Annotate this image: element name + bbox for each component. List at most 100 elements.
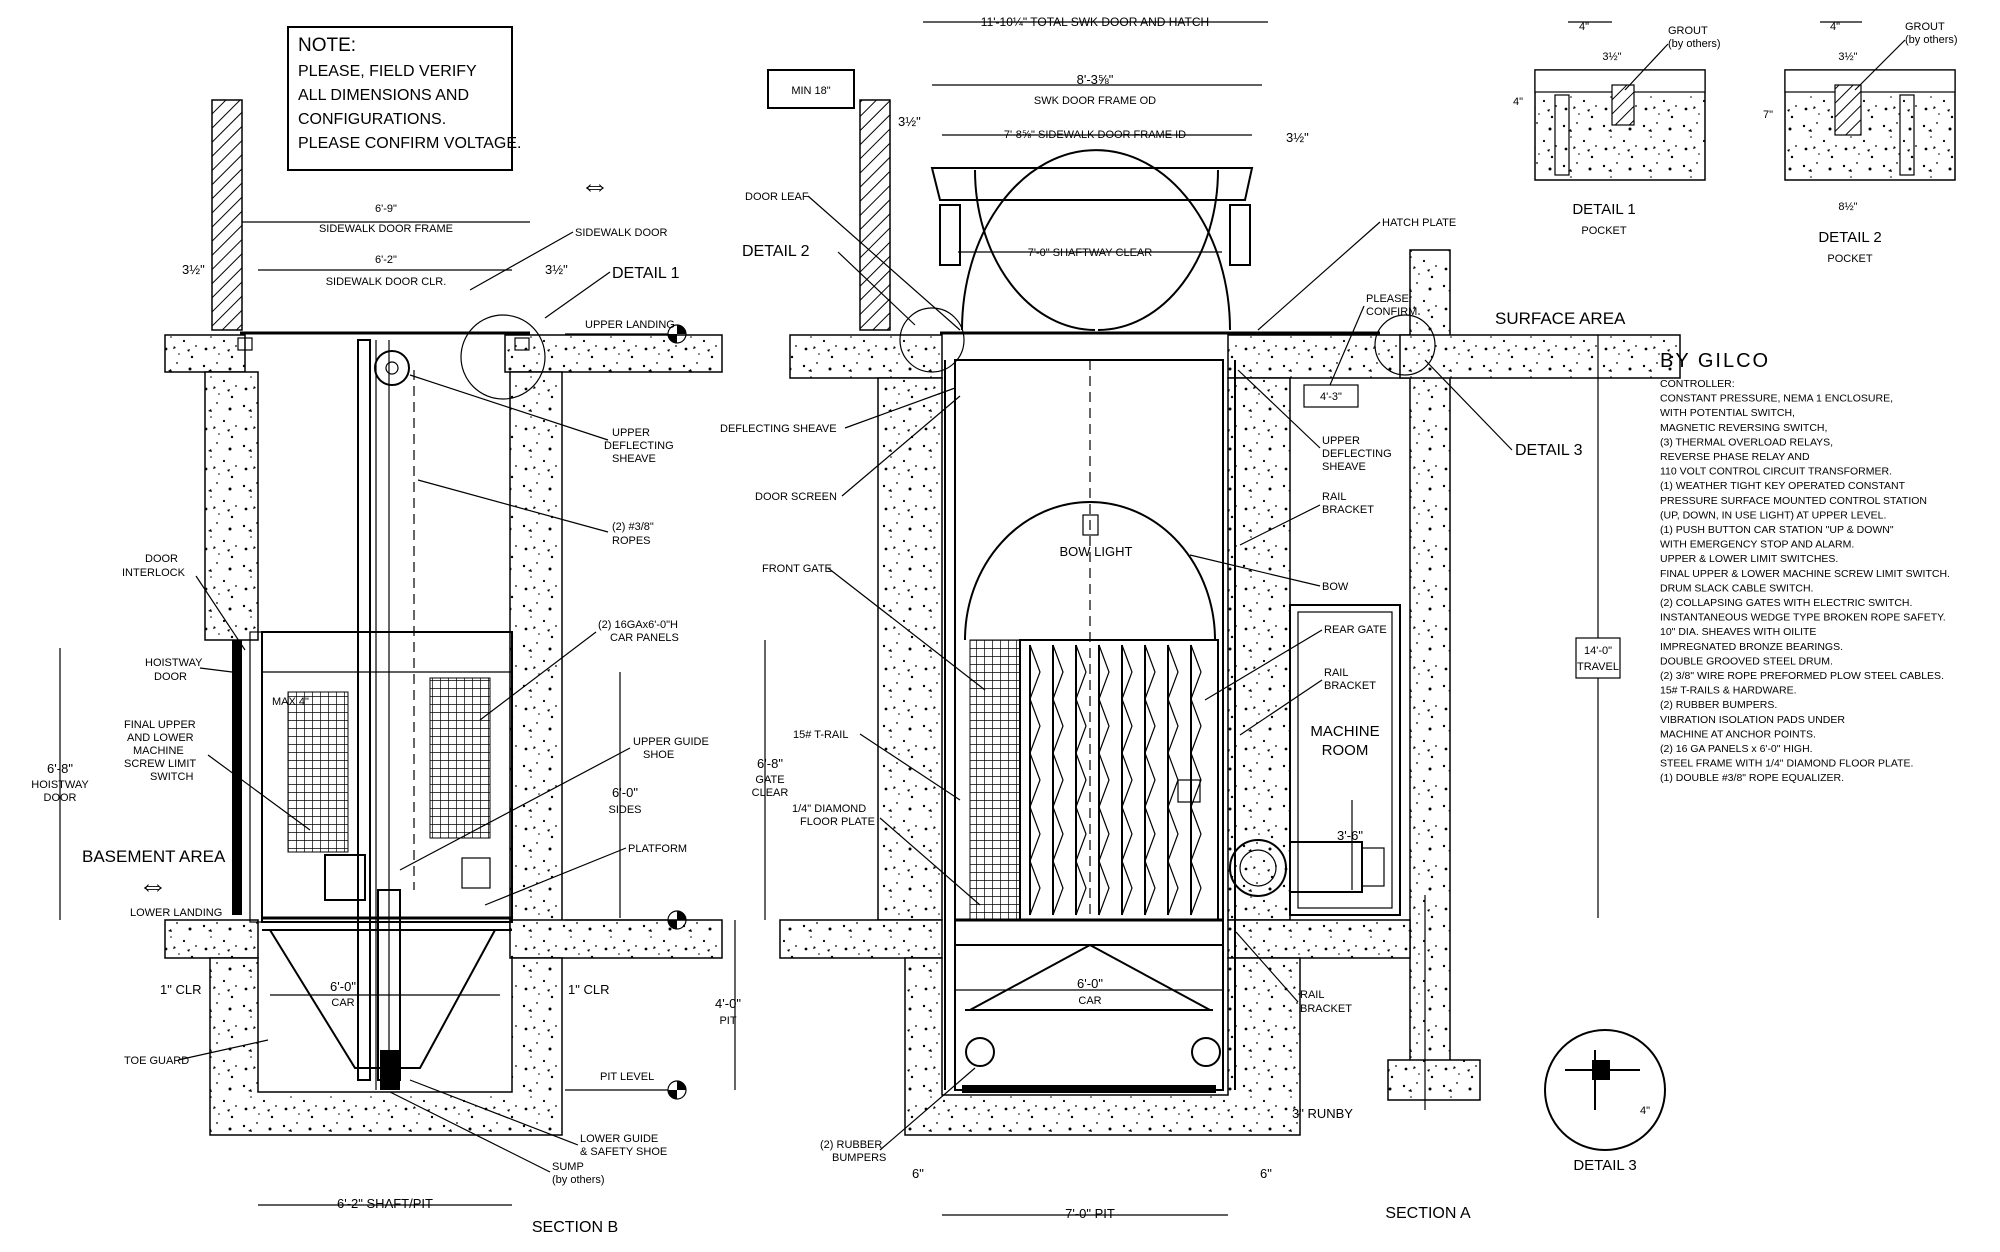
level-marker-fill [668, 1081, 686, 1099]
callout-label: FRONT GATE [762, 563, 832, 575]
dim-text: 3½" [898, 114, 921, 129]
grout-label: GROUT [1668, 25, 1708, 37]
surface-area-label: SURFACE AREA [1495, 309, 1626, 328]
gate-lattice-bar [1029, 644, 1041, 916]
spec-line: IMPREGNATED BRONZE BEARINGS. [1660, 641, 1843, 653]
dim-text: 6'-0" [1077, 976, 1103, 991]
dim-text: 4" [1830, 21, 1840, 33]
dim-text: 4" [1640, 1105, 1650, 1117]
door-hinge-left [939, 204, 961, 266]
detail-2-frame [1899, 94, 1915, 176]
machine-room-label: MACHINE [1310, 723, 1379, 740]
gate-lattice-bar [1121, 644, 1133, 916]
spec-line: (3) THERMAL OVERLOAD RELAYS, [1660, 436, 1833, 448]
frame-pocket [237, 337, 253, 351]
spec-line: WITH EMERGENCY STOP AND ALARM. [1660, 539, 1854, 551]
double-arrow-icon: ⇔ [138, 869, 168, 902]
sling-frame [269, 929, 496, 1069]
gate-lattice-bar [1098, 644, 1110, 916]
dim-text: 6'-2" [375, 254, 397, 266]
shaft-wall-right [1227, 377, 1291, 921]
callout-label: FINAL UPPER [124, 719, 196, 731]
dim-text: 3½" [1602, 51, 1621, 63]
spec-line: 110 VOLT CONTROL CIRCUIT TRANSFORMER. [1660, 466, 1892, 478]
level-marker-fill [668, 325, 686, 343]
surface-slab [1399, 334, 1681, 379]
level-marker-fill [668, 911, 686, 929]
callout-label: PIT LEVEL [600, 1071, 654, 1083]
machine-block [324, 854, 366, 901]
spec-line: FINAL UPPER & LOWER MACHINE SCREW LIMIT … [1660, 568, 1950, 580]
grout-label: (by others) [1668, 38, 1721, 50]
callout-label: SUMP [552, 1161, 584, 1173]
dim-text: 1" CLR [160, 982, 201, 997]
detail-1-frame [1554, 94, 1570, 176]
spec-line: (2) 3/8" WIRE ROPE PREFORMED PLOW STEEL … [1660, 670, 1944, 682]
note-line: CONFIGURATIONS. [298, 111, 446, 128]
detail-2-label: DETAIL 2 [742, 243, 810, 260]
callout-label: UPPER GUIDE [633, 736, 709, 748]
callout-label: SHEAVE [612, 453, 656, 465]
dim-text: 3½" [182, 262, 205, 277]
footing [1387, 1059, 1481, 1101]
basement-area-label: BASEMENT AREA [82, 847, 226, 866]
callout-label: PLATFORM [628, 843, 687, 855]
dim-text: SIDEWALK DOOR FRAME [319, 223, 453, 235]
callout-label: HATCH PLATE [1382, 217, 1456, 229]
dim-text: 4'-3" [1320, 391, 1342, 403]
lower-slab-right [509, 919, 723, 959]
shaft-wall-left-upper [204, 371, 259, 641]
leader-line [1624, 43, 1669, 91]
spec-line: STEEL FRAME WITH 1/4" DIAMOND FLOOR PLAT… [1660, 758, 1913, 770]
section-title: SECTION B [532, 1219, 618, 1236]
pit-floor-plate [962, 1085, 1216, 1093]
callout-label: DOOR [145, 553, 178, 565]
detail-2: 4" 3½" 7" 8½" GROUT (by others) DETAIL 2… [1763, 21, 1958, 265]
gate-lattice [1029, 644, 1202, 916]
detail-1-circle [460, 314, 546, 400]
machine-room-label: ROOM [1322, 742, 1369, 759]
spec-line: (1) PUSH BUTTON CAR STATION "UP & DOWN" [1660, 524, 1894, 536]
callout-label: SCREW LIMIT [124, 758, 196, 770]
dim-text: 3" RUNBY [1292, 1106, 1353, 1121]
note-line: ALL DIMENSIONS AND [298, 87, 469, 104]
section-title: SECTION A [1385, 1205, 1471, 1222]
callout-label: (by others) [552, 1174, 605, 1186]
dim-text: SWK DOOR FRAME OD [1034, 95, 1156, 107]
callout-label: DOOR SCREEN [755, 491, 837, 503]
callout-label: SWITCH [150, 771, 193, 783]
detail-1-title: DETAIL 1 [1572, 201, 1635, 218]
gate-lock [1177, 779, 1201, 803]
detail-1: 4" 3½" 4" GROUT (by others) DETAIL 1 POC… [1513, 21, 1721, 237]
detail-3-title: DETAIL 3 [1573, 1157, 1636, 1174]
upper-sheave [374, 350, 410, 386]
note-frame [287, 26, 513, 171]
front-gate [969, 639, 1021, 921]
lower-slab-right [1227, 919, 1411, 959]
dim-text: 6" [912, 1166, 924, 1181]
callout-label: LOWER LANDING [130, 907, 222, 919]
motor-end [1361, 847, 1385, 887]
lower-guide-shoe [380, 1050, 400, 1090]
callout-label: RAIL [1324, 667, 1348, 679]
upper-slab-right [504, 334, 723, 373]
spec-line: REVERSE PHASE RELAY AND [1660, 451, 1810, 463]
spec-line: (2) COLLAPSING GATES WITH ELECTRIC SWITC… [1660, 597, 1912, 609]
spec-line: MAGNETIC REVERSING SWITCH, [1660, 422, 1827, 434]
dim-text: 6'-2" SHAFT/PIT [337, 1196, 433, 1211]
dim-text: DOOR [44, 792, 77, 804]
callout-label: REAR GATE [1324, 624, 1387, 636]
detail-2-title: DETAIL 2 [1818, 229, 1881, 246]
callout-label: INTERLOCK [122, 567, 186, 579]
spec-line: UPPER & LOWER LIMIT SWITCHES. [1660, 553, 1838, 565]
callout-label: RAIL [1322, 491, 1346, 503]
callout-label: TOE GUARD [124, 1055, 189, 1067]
callout-label: DEFLECTING [604, 440, 674, 452]
dim-text: 7'-0" SHAFTWAY CLEAR [1028, 247, 1152, 259]
bumper-right [1191, 1037, 1221, 1067]
spec-line: CONSTANT PRESSURE, NEMA 1 ENCLOSURE, [1660, 393, 1893, 405]
spec-line: VIBRATION ISOLATION PADS UNDER [1660, 714, 1845, 726]
door-arch-outer [961, 149, 1231, 331]
callout-label: FLOOR PLATE [800, 816, 875, 828]
dim-text: 6" [1260, 1166, 1272, 1181]
